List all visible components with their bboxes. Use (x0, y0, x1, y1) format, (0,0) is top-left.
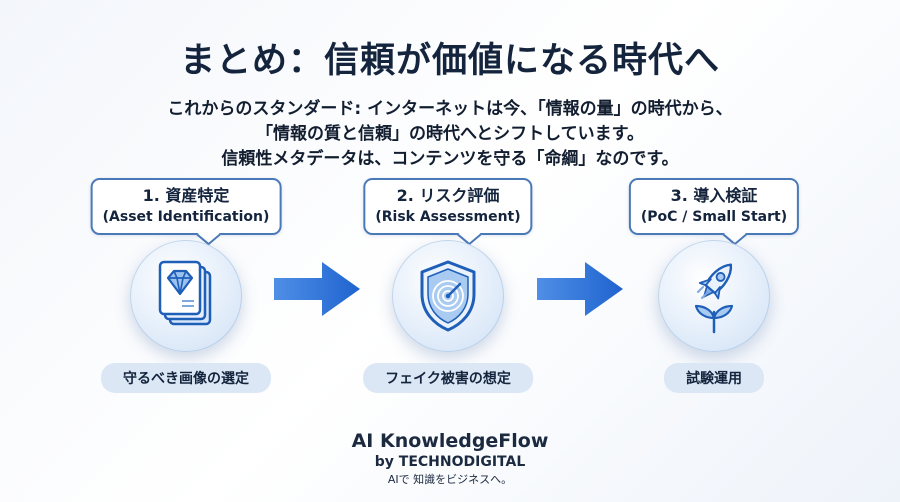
step-caption: フェイク被害の想定 (363, 363, 533, 393)
step-icon-circle (130, 240, 242, 352)
step-subtitle: (Asset Identification) (102, 209, 270, 225)
intro-line-1: これからのスタンダード: インターネットは今、「情報の量」の時代から、 (167, 99, 733, 119)
intro-line-2: 「情報の質と信頼」の時代へとシフトしています。 (256, 124, 644, 144)
arrow-right-icon (537, 262, 623, 316)
arrow-right-icon (274, 262, 360, 316)
step-icon-circle (658, 240, 770, 352)
step-label-box: 1. 資産特定 (Asset Identification) (90, 178, 282, 246)
brand-tagline: AIで 知識をビジネスへ。 (387, 473, 513, 486)
step-caption: 試験運用 (664, 363, 764, 393)
step-title: 3. 導入検証 (670, 186, 758, 205)
step-label-box: 2. リスク評価 (Risk Assessment) (363, 178, 533, 246)
step-label-box: 3. 導入検証 (PoC / Small Start) (628, 178, 800, 246)
step-subtitle: (PoC / Small Start) (640, 209, 788, 225)
brand-name: AI KnowledgeFlow (351, 430, 549, 452)
page-title: まとめ：信頼が価値になる時代へ (179, 41, 720, 81)
shield-radar-icon (420, 260, 476, 332)
diamond-document-icon (158, 260, 212, 326)
step-icon-circle (392, 240, 504, 352)
brand-by: by TECHNODIGITAL (374, 454, 526, 470)
intro-line-3: 信頼性メタデータは、コンテンツを守る「命綱」なのです。 (221, 149, 679, 169)
step-title: 1. 資産特定 (142, 186, 230, 205)
intro-text: これからのスタンダード: インターネットは今、「情報の量」の時代から、 「情報の… (0, 97, 900, 172)
brand-block: AI KnowledgeFlow by TECHNODIGITAL AIで 知識… (0, 429, 900, 488)
rocket-sprout-icon (694, 263, 734, 334)
step-caption: 守るべき画像の選定 (101, 363, 271, 393)
step-subtitle: (Risk Assessment) (375, 209, 521, 225)
step-title: 2. リスク評価 (396, 186, 500, 205)
